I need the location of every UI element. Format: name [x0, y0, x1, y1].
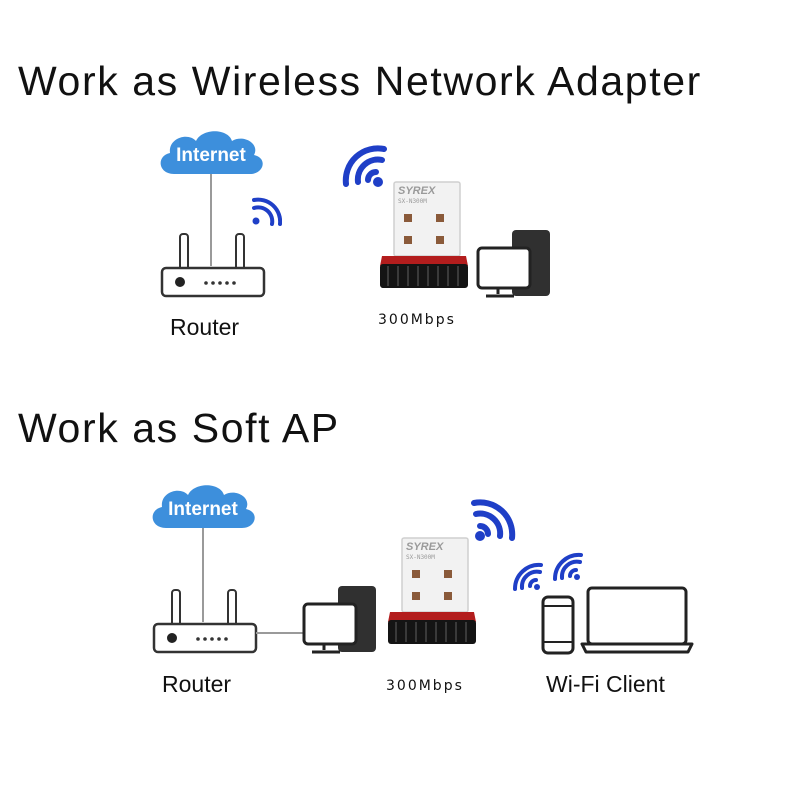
adapter-model: SX-N300M — [398, 198, 427, 205]
wifi-signal-icon — [552, 552, 583, 581]
cloud-label: Internet — [176, 145, 246, 166]
internet-cloud-icon: Internet — [152, 485, 255, 528]
section-title-adapter: Work as Wireless Network Adapter — [18, 58, 702, 104]
desktop-computer-icon — [302, 586, 376, 654]
laptop-icon — [580, 586, 694, 654]
desktop-computer-icon — [476, 230, 550, 298]
connection-line — [202, 528, 204, 622]
adapter-brand: SYREX — [406, 541, 444, 553]
adapter-model: SX-N300M — [406, 554, 435, 561]
wifi-signal-icon — [342, 145, 387, 187]
connection-line — [256, 632, 306, 634]
cloud-label: Internet — [168, 499, 238, 520]
internet-cloud-icon: Internet — [160, 131, 263, 174]
adapter-brand: SYREX — [398, 185, 436, 197]
router-label: Router — [162, 671, 232, 697]
section-title-soft-ap: Work as Soft AP — [18, 405, 340, 451]
usb-adapter-icon: SYREX SX-N300M — [380, 181, 468, 288]
speed-label: 300Mbps — [386, 678, 464, 694]
router-icon — [160, 233, 266, 298]
connection-line — [210, 174, 212, 266]
wifi-client-label: Wi-Fi Client — [546, 671, 665, 697]
router-icon — [152, 589, 258, 654]
wifi-signal-icon — [252, 197, 282, 226]
smartphone-icon — [541, 595, 575, 655]
wifi-signal-icon — [512, 562, 543, 591]
wifi-signal-icon — [471, 499, 516, 541]
speed-label: 300Mbps — [378, 312, 456, 328]
router-label: Router — [170, 314, 240, 340]
usb-adapter-icon: SYREX SX-N300M — [388, 537, 476, 644]
